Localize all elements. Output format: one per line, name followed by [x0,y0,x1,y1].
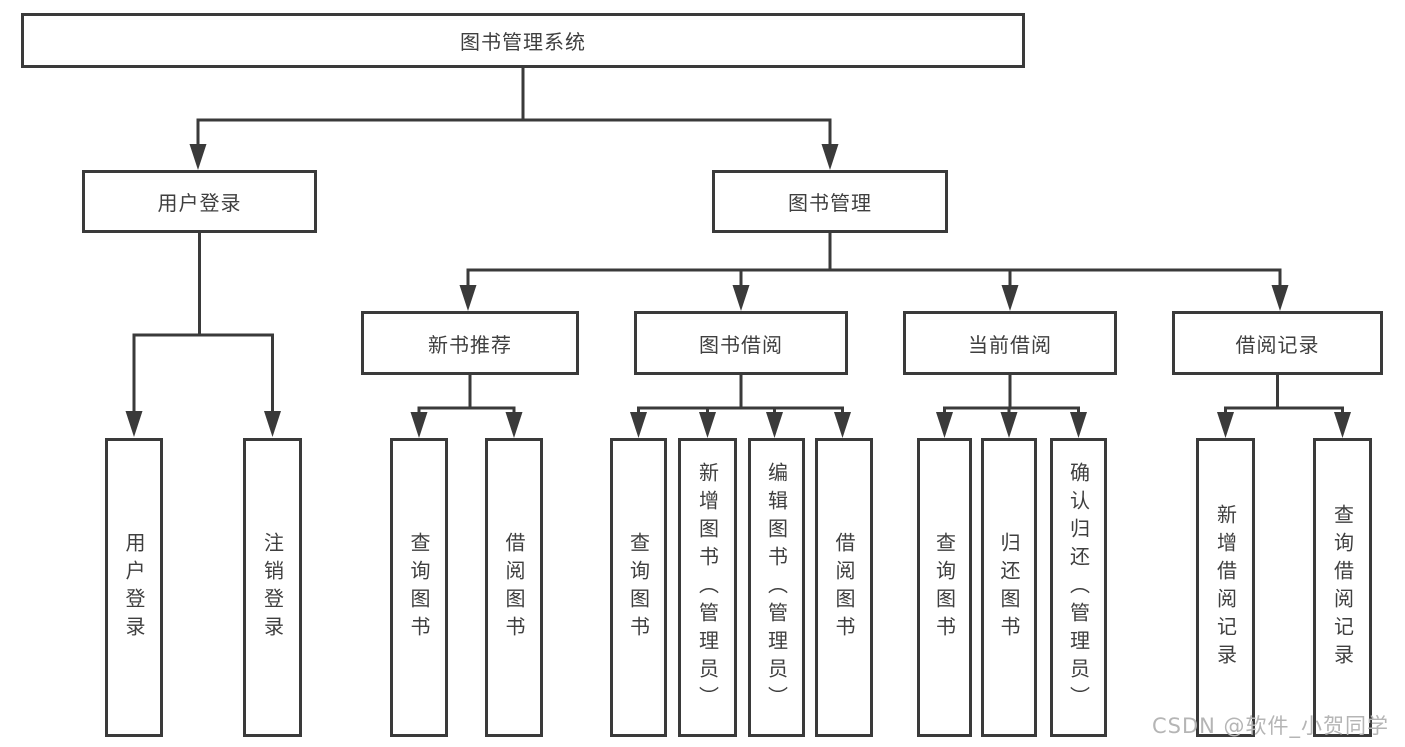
node-user-login-label: 用户登录 [157,191,242,215]
leaf-add-books-admin-label: 新增图书（管理员） [695,461,720,714]
leaf-query-borrow-record-label: 查询借阅记录 [1330,503,1355,672]
node-borrowing-records: 借阅记录 [1172,311,1383,375]
leaf-confirm-return-admin: 确认归还（管理员） [1050,438,1107,737]
leaf-query-borrow-record: 查询借阅记录 [1313,438,1372,737]
node-root-label: 图书管理系统 [460,30,586,54]
csdn-watermark: CSDN @软件_小贺同学 [1152,714,1390,738]
arrowhead [1334,412,1351,438]
arrowhead [821,144,839,170]
arrowhead [1217,412,1234,438]
arrowhead [1000,412,1018,438]
leaf-query-books-borrowing-label: 查询图书 [626,531,651,644]
node-user-login: 用户登录 [82,170,317,233]
leaf-return-books-label: 归还图书 [997,531,1021,644]
arrowhead [264,411,281,437]
connector-book-borrowing-branch [637,373,844,413]
node-book-borrowing-label: 图书借阅 [699,332,783,357]
leaf-return-books: 归还图书 [981,438,1037,737]
leaf-add-borrow-record: 新增借阅记录 [1196,438,1255,737]
arrowhead [766,412,783,438]
arrowhead [699,412,716,438]
leaf-query-books-borrowing: 查询图书 [610,438,667,737]
node-root: 图书管理系统 [21,13,1025,68]
leaf-add-books-admin: 新增图书（管理员） [678,438,737,737]
leaf-borrow-books-recommend: 借阅图书 [485,438,543,737]
node-book-borrowing: 图书借阅 [634,311,848,375]
node-current-borrowing: 当前借阅 [903,311,1117,375]
arrowhead [459,285,477,311]
leaf-logout-login-label: 注销登录 [260,531,285,644]
leaf-query-books-current-label: 查询图书 [932,531,957,644]
connector-book-management-branch [466,231,1282,286]
node-new-book-recommend-label: 新书推荐 [428,332,512,357]
connector-new-book-recommend-branch [417,373,516,413]
leaf-edit-books-admin-label: 编辑图书（管理员） [764,461,789,714]
arrowhead [189,144,207,170]
node-current-borrowing-label: 当前借阅 [968,332,1052,357]
node-borrowing-records-label: 借阅记录 [1235,332,1320,357]
leaf-add-borrow-record-label: 新增借阅记录 [1213,503,1238,672]
leaf-logout-login: 注销登录 [243,438,302,737]
arrowhead [125,411,143,437]
arrowheads [125,144,1351,438]
leaf-query-books-recommend-label: 查询图书 [407,531,431,644]
arrowhead [1001,285,1019,311]
arrowhead [936,412,953,438]
leaf-user-login-label: 用户登录 [122,531,146,644]
arrowhead [1271,285,1289,311]
arrowhead [410,412,428,438]
leaf-borrow-books-recommend-label: 借阅图书 [502,531,526,644]
arrowhead [505,412,523,438]
connector-borrowing-records-branch [1224,373,1344,413]
leaf-edit-books-admin: 编辑图书（管理员） [748,438,805,737]
arrowhead [732,285,750,311]
leaf-query-books-recommend: 查询图书 [390,438,448,737]
leaf-borrow-books-borrowing-label: 借阅图书 [832,531,856,644]
leaf-borrow-books-borrowing: 借阅图书 [815,438,873,737]
arrowhead [834,412,851,438]
node-new-book-recommend: 新书推荐 [361,311,579,375]
leaf-user-login: 用户登录 [105,438,163,737]
connector-current-borrowing-branch [943,373,1080,413]
leaf-confirm-return-admin-label: 确认归还（管理员） [1066,461,1091,714]
arrowhead [630,412,647,438]
arrowhead [1070,412,1087,438]
node-book-management: 图书管理 [712,170,948,233]
connector-rail-level1 [196,118,832,145]
node-book-management-label: 图书管理 [788,191,872,215]
leaf-query-books-current: 查询图书 [917,438,972,737]
connector-user-login-branch [132,231,274,412]
